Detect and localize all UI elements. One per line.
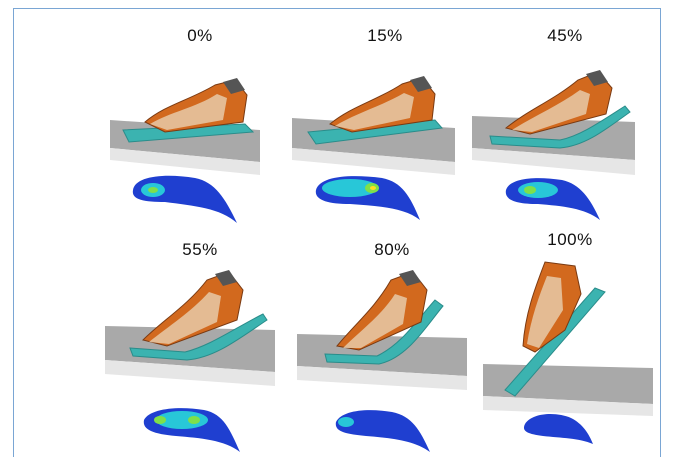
panel-15: 15% bbox=[290, 26, 480, 241]
panel-55: 55% bbox=[105, 240, 295, 455]
panel-0: 0% bbox=[105, 26, 295, 241]
pressure-map bbox=[132, 175, 237, 223]
pressure-map bbox=[335, 410, 430, 452]
pressure-map bbox=[523, 414, 593, 444]
panel-label: 55% bbox=[182, 240, 218, 259]
pressure-map bbox=[505, 178, 600, 220]
foot-plate-scene bbox=[483, 261, 653, 416]
pressure-map bbox=[143, 408, 240, 452]
panel-label: 0% bbox=[187, 26, 213, 45]
panel-80: 80% bbox=[297, 240, 487, 455]
panel-label: 45% bbox=[547, 26, 583, 45]
foot-plate-scene bbox=[292, 76, 455, 175]
foot-plate-scene bbox=[110, 78, 260, 175]
panel-45: 45% bbox=[470, 26, 660, 241]
panel-label: 15% bbox=[367, 26, 403, 45]
figure-frame bbox=[13, 8, 661, 457]
foot-plate-scene bbox=[105, 270, 275, 386]
pressure-map bbox=[315, 176, 420, 220]
foot-plate-scene bbox=[297, 270, 467, 390]
panel-label: 80% bbox=[374, 240, 410, 259]
panel-100: 100% bbox=[483, 230, 673, 445]
foot-plate-scene bbox=[472, 70, 635, 175]
panel-label: 100% bbox=[547, 230, 593, 249]
